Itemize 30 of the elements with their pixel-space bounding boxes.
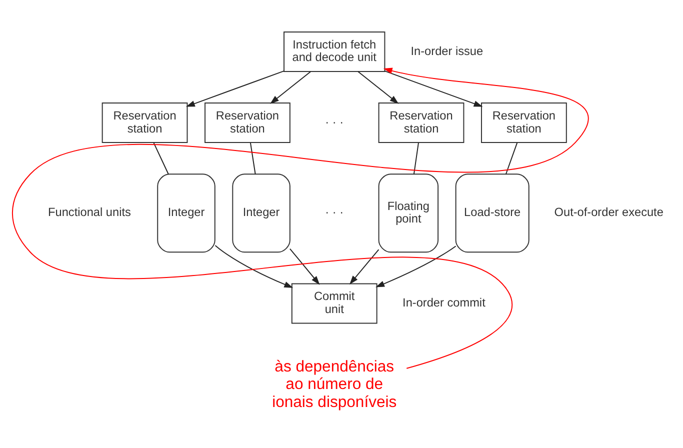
node-text: às dependências ao número de ionais disponíveis (272, 358, 397, 411)
arrow (186, 70, 284, 107)
node-box: Reservation station (378, 102, 464, 144)
label: In-order issue (410, 44, 484, 58)
node-box: Floating point (378, 174, 439, 253)
arrow (384, 70, 483, 107)
node-box: Instruction fetch and decode unit (284, 31, 386, 72)
label: · · · (325, 205, 344, 220)
node-box: Reservation station (204, 102, 290, 144)
label: In-order commit (402, 296, 486, 310)
node-box: Reservation station (481, 102, 567, 144)
label: Out-of-order execute (554, 205, 664, 220)
label: · · · (325, 114, 344, 129)
node-box: Reservation station (102, 102, 188, 144)
node-box: Integer (232, 174, 290, 253)
arrow (214, 245, 294, 288)
arrow (376, 246, 456, 288)
arrow (349, 249, 380, 284)
connector (153, 142, 169, 175)
node-box: Commit unit (291, 283, 378, 324)
arrow (289, 248, 320, 285)
connector (250, 142, 256, 175)
arrow (270, 71, 312, 104)
connector (505, 142, 518, 175)
connector (413, 142, 419, 175)
node-box: Integer (157, 174, 216, 253)
label: Functional units (48, 205, 131, 220)
node-box: Load-store (455, 174, 530, 253)
arrow (12, 68, 589, 369)
arrow (358, 71, 399, 104)
